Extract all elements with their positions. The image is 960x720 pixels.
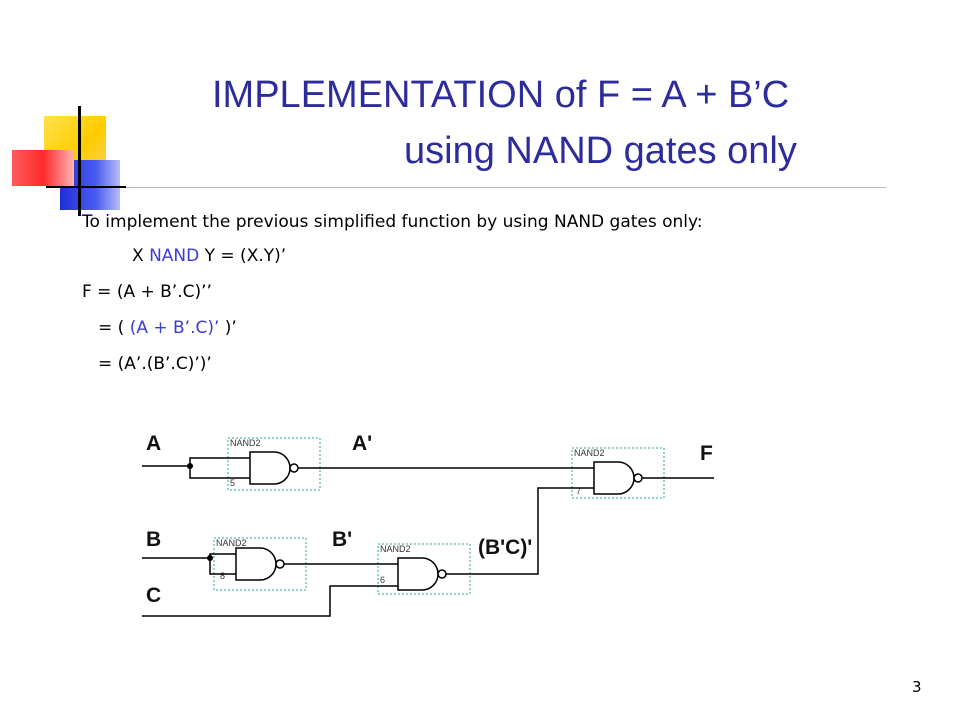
gate-1-body — [249, 451, 291, 485]
gate-2-body — [235, 547, 277, 581]
nand-gate-1: NAND2 5 — [227, 437, 321, 491]
gate-2-type: NAND2 — [216, 538, 247, 548]
gate-2-id: 8 — [220, 571, 225, 581]
gate-4-box — [571, 447, 665, 499]
wire-bc-not — [446, 487, 594, 575]
eq2-suffix: )’ — [219, 318, 237, 338]
a-not-label: A' — [352, 432, 372, 455]
circuit-wires — [142, 457, 714, 617]
input-a-label: A — [146, 432, 161, 455]
slide-title-line-1: IMPLEMENTATION of F = A + B’C — [212, 74, 790, 116]
wire-a-in-1 — [142, 457, 250, 467]
decor-vertical-line — [78, 106, 81, 216]
page-number: 3 — [912, 678, 922, 696]
gate-3-box — [377, 543, 471, 595]
nand-definition: X NAND Y = (X.Y)’ — [132, 246, 286, 266]
gate-3-bubble — [437, 569, 447, 579]
nand-circuit-diagram: A B C A' B' (B'C)' F NAND2 5 NAND2 8 NAN… — [142, 432, 714, 617]
bc-not-label: (B'C)' — [478, 536, 532, 559]
eq2-prefix: = ( — [98, 318, 130, 338]
equation-3: = (A’.(B’.C)’)’ — [98, 354, 212, 374]
gate-3-body — [397, 557, 439, 591]
nand-gate-4: NAND2 7 — [571, 447, 665, 499]
gate-1-box — [227, 437, 321, 491]
nand-gate-3: NAND2 6 — [377, 543, 471, 595]
decor-horizontal-line — [46, 186, 126, 188]
nand-def-suffix: Y = (X.Y)’ — [199, 246, 287, 266]
gate-1-type: NAND2 — [230, 438, 261, 448]
eq2-highlight: (A + B’.C)’ — [129, 318, 220, 338]
equation-2: = ( (A + B’.C)’ )’ — [98, 318, 237, 338]
equation-1: F = (A + B’.C)’’ — [82, 282, 212, 302]
b-not-label: B' — [332, 528, 352, 551]
gate-4-type: NAND2 — [574, 448, 605, 458]
gate-4-bubble — [633, 473, 643, 483]
wire-b-junction — [207, 555, 213, 561]
title-underline — [46, 187, 886, 188]
wire-c-in — [142, 585, 398, 617]
wire-b-in-2 — [209, 558, 236, 575]
wire-a-in-2 — [189, 466, 250, 479]
gate-4-id: 7 — [576, 486, 581, 496]
gate-3-type: NAND2 — [380, 544, 411, 554]
gate-1-bubble — [289, 463, 299, 473]
gate-4-body — [593, 461, 635, 495]
decor-red-square — [12, 150, 74, 186]
slide-title-line-2: using NAND gates only — [404, 130, 797, 172]
intro-text: To implement the previous simplified fun… — [82, 212, 703, 232]
nand-def-prefix: X — [132, 246, 150, 266]
nand-gate-2: NAND2 8 — [213, 537, 307, 591]
gate-3-id: 6 — [380, 575, 385, 585]
wire-b-in-1 — [142, 553, 236, 559]
input-b-label: B — [146, 528, 161, 551]
wire-a-junction — [187, 463, 193, 469]
nand-keyword: NAND — [149, 246, 200, 266]
gate-1-id: 5 — [230, 478, 235, 488]
gate-2-bubble — [275, 559, 285, 569]
input-c-label: C — [146, 584, 161, 607]
output-f-label: F — [700, 442, 713, 465]
